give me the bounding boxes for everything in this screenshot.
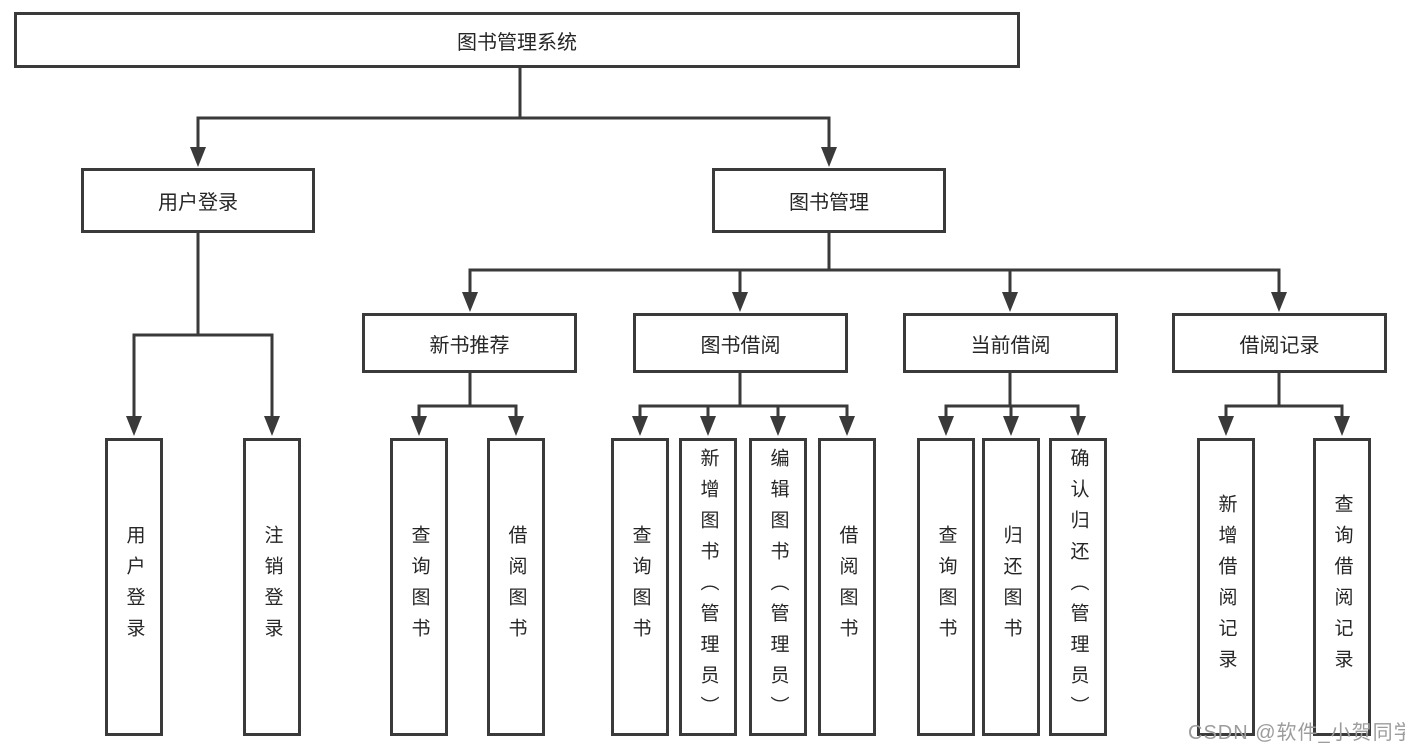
leaf-edit-books-admin: 编辑图书（管理员） xyxy=(749,438,807,736)
leaf-add-books-admin: 新增图书（管理员） xyxy=(679,438,737,736)
arrow-down-icon xyxy=(770,416,786,436)
arrow-down-icon xyxy=(732,292,748,312)
arrow-down-icon xyxy=(1218,416,1234,436)
arrow-down-icon xyxy=(264,416,280,436)
arrow-down-icon xyxy=(462,292,478,312)
leaf-query-borrow-record: 查询借阅记录 xyxy=(1313,438,1371,736)
arrow-down-icon xyxy=(700,416,716,436)
node-user-login: 用户登录 xyxy=(81,168,315,233)
leaf-label: 借阅图书 xyxy=(836,525,858,649)
arrow-down-icon xyxy=(1070,416,1086,436)
leaf-label: 新增借阅记录 xyxy=(1215,494,1237,680)
leaf-label: 查询图书 xyxy=(408,525,430,649)
leaf-label: 用户登录 xyxy=(123,525,145,649)
leaf-label: 查询图书 xyxy=(935,525,957,649)
arrowheads xyxy=(126,147,1350,436)
leaf-borrow-books: 借阅图书 xyxy=(818,438,876,736)
leaf-confirm-return-admin: 确认归还（管理员） xyxy=(1049,438,1107,736)
leaf-query-books-recommend: 查询图书 xyxy=(390,438,448,736)
arrow-down-icon xyxy=(190,147,206,167)
leaf-logout: 注销登录 xyxy=(243,438,301,736)
leaf-label: 新增图书（管理员） xyxy=(697,447,719,727)
arrow-down-icon xyxy=(1002,292,1018,312)
arrow-down-icon xyxy=(938,416,954,436)
node-current-borrowing: 当前借阅 xyxy=(903,313,1118,373)
leaf-add-borrow-record: 新增借阅记录 xyxy=(1197,438,1255,736)
node-borrowing-records: 借阅记录 xyxy=(1172,313,1387,373)
node-new-book-recommend: 新书推荐 xyxy=(362,313,577,373)
arrow-down-icon xyxy=(411,416,427,436)
arrow-down-icon xyxy=(1334,416,1350,436)
node-library-management-system: 图书管理系统 xyxy=(14,12,1020,68)
arrow-down-icon xyxy=(1003,416,1019,436)
leaf-label: 借阅图书 xyxy=(505,525,527,649)
leaf-query-books-borrowing: 查询图书 xyxy=(611,438,669,736)
csdn-watermark: CSDN @软件_小贺同学 xyxy=(1188,722,1405,744)
node-book-management: 图书管理 xyxy=(712,168,946,233)
leaf-query-books-current: 查询图书 xyxy=(917,438,975,736)
node-book-borrowing: 图书借阅 xyxy=(633,313,848,373)
arrow-down-icon xyxy=(632,416,648,436)
arrow-down-icon xyxy=(1271,292,1287,312)
leaf-return-books: 归还图书 xyxy=(982,438,1040,736)
arrow-down-icon xyxy=(821,147,837,167)
arrow-down-icon xyxy=(126,416,142,436)
leaf-label: 注销登录 xyxy=(261,525,283,649)
leaf-user-login: 用户登录 xyxy=(105,438,163,736)
arrow-down-icon xyxy=(508,416,524,436)
leaf-label: 查询借阅记录 xyxy=(1331,494,1353,680)
leaf-borrow-books-recommend: 借阅图书 xyxy=(487,438,545,736)
leaf-label: 查询图书 xyxy=(629,525,651,649)
arrow-down-icon xyxy=(839,416,855,436)
leaf-label: 编辑图书（管理员） xyxy=(767,447,789,727)
leaf-label: 归还图书 xyxy=(1000,525,1022,649)
leaf-label: 确认归还（管理员） xyxy=(1067,447,1089,727)
